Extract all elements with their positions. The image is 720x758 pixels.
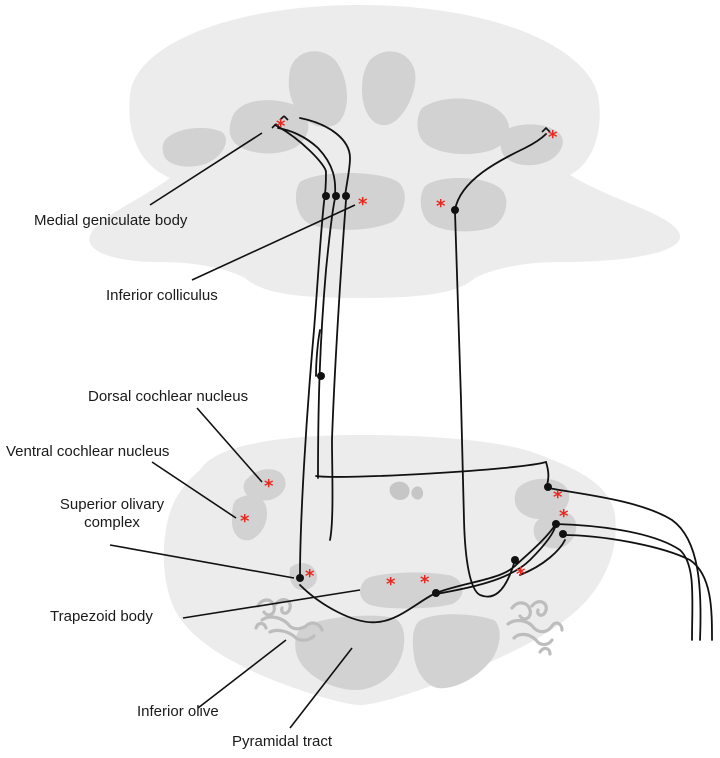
marker-vcn: * [240,511,250,532]
soma-soc-left [296,574,304,582]
label-pyramidal-tract: Pyramidal tract [232,733,332,751]
marker-mgb-right: * [548,127,558,148]
soma-right-dcn [544,483,552,491]
marker-mgb-left: * [276,116,286,137]
marker-ic-left: * [358,194,368,215]
pyramid-right-shape [413,614,500,688]
inferior-colliculus-left [296,173,405,230]
label-inferior-colliculus: Inferior colliculus [106,287,218,305]
label-superior-olivary-line1: Superior olivary [42,496,182,514]
soma-trapezoid [432,589,440,597]
marker-right-dcn: * [553,487,563,508]
soma-lemniscus-mid [317,372,325,380]
marker-right-lower: * [516,564,526,585]
inferior-colliculus-right [421,178,507,231]
marker-dcn: * [264,476,274,497]
marker-ic-right: * [436,196,446,217]
label-inferior-olive: Inferior olive [137,703,219,721]
soma-right-lower [511,556,519,564]
soma-ic-right [451,206,459,214]
label-trapezoid-body: Trapezoid body [50,608,153,626]
label-dorsal-cochlear-nucleus: Dorsal cochlear nucleus [88,388,248,406]
label-medial-geniculate-body: Medial geniculate body [34,212,187,230]
label-ventral-cochlear-nucleus: Ventral cochlear nucleus [6,443,169,461]
soma-right-vcn-2 [559,530,567,538]
trapezoid-body-shape [360,573,462,609]
soma-mgb-2 [332,192,340,200]
marker-trapezoid-1: * [386,574,396,595]
marker-soc-left: * [305,566,315,587]
soma-mgb-3 [342,192,350,200]
marker-trapezoid-2: * [420,572,430,593]
label-superior-olivary-complex: Superior olivary complex [42,496,182,532]
marker-right-vcn: * [559,506,569,527]
soma-mgb-1 [322,192,330,200]
label-superior-olivary-line2: complex [42,514,182,532]
